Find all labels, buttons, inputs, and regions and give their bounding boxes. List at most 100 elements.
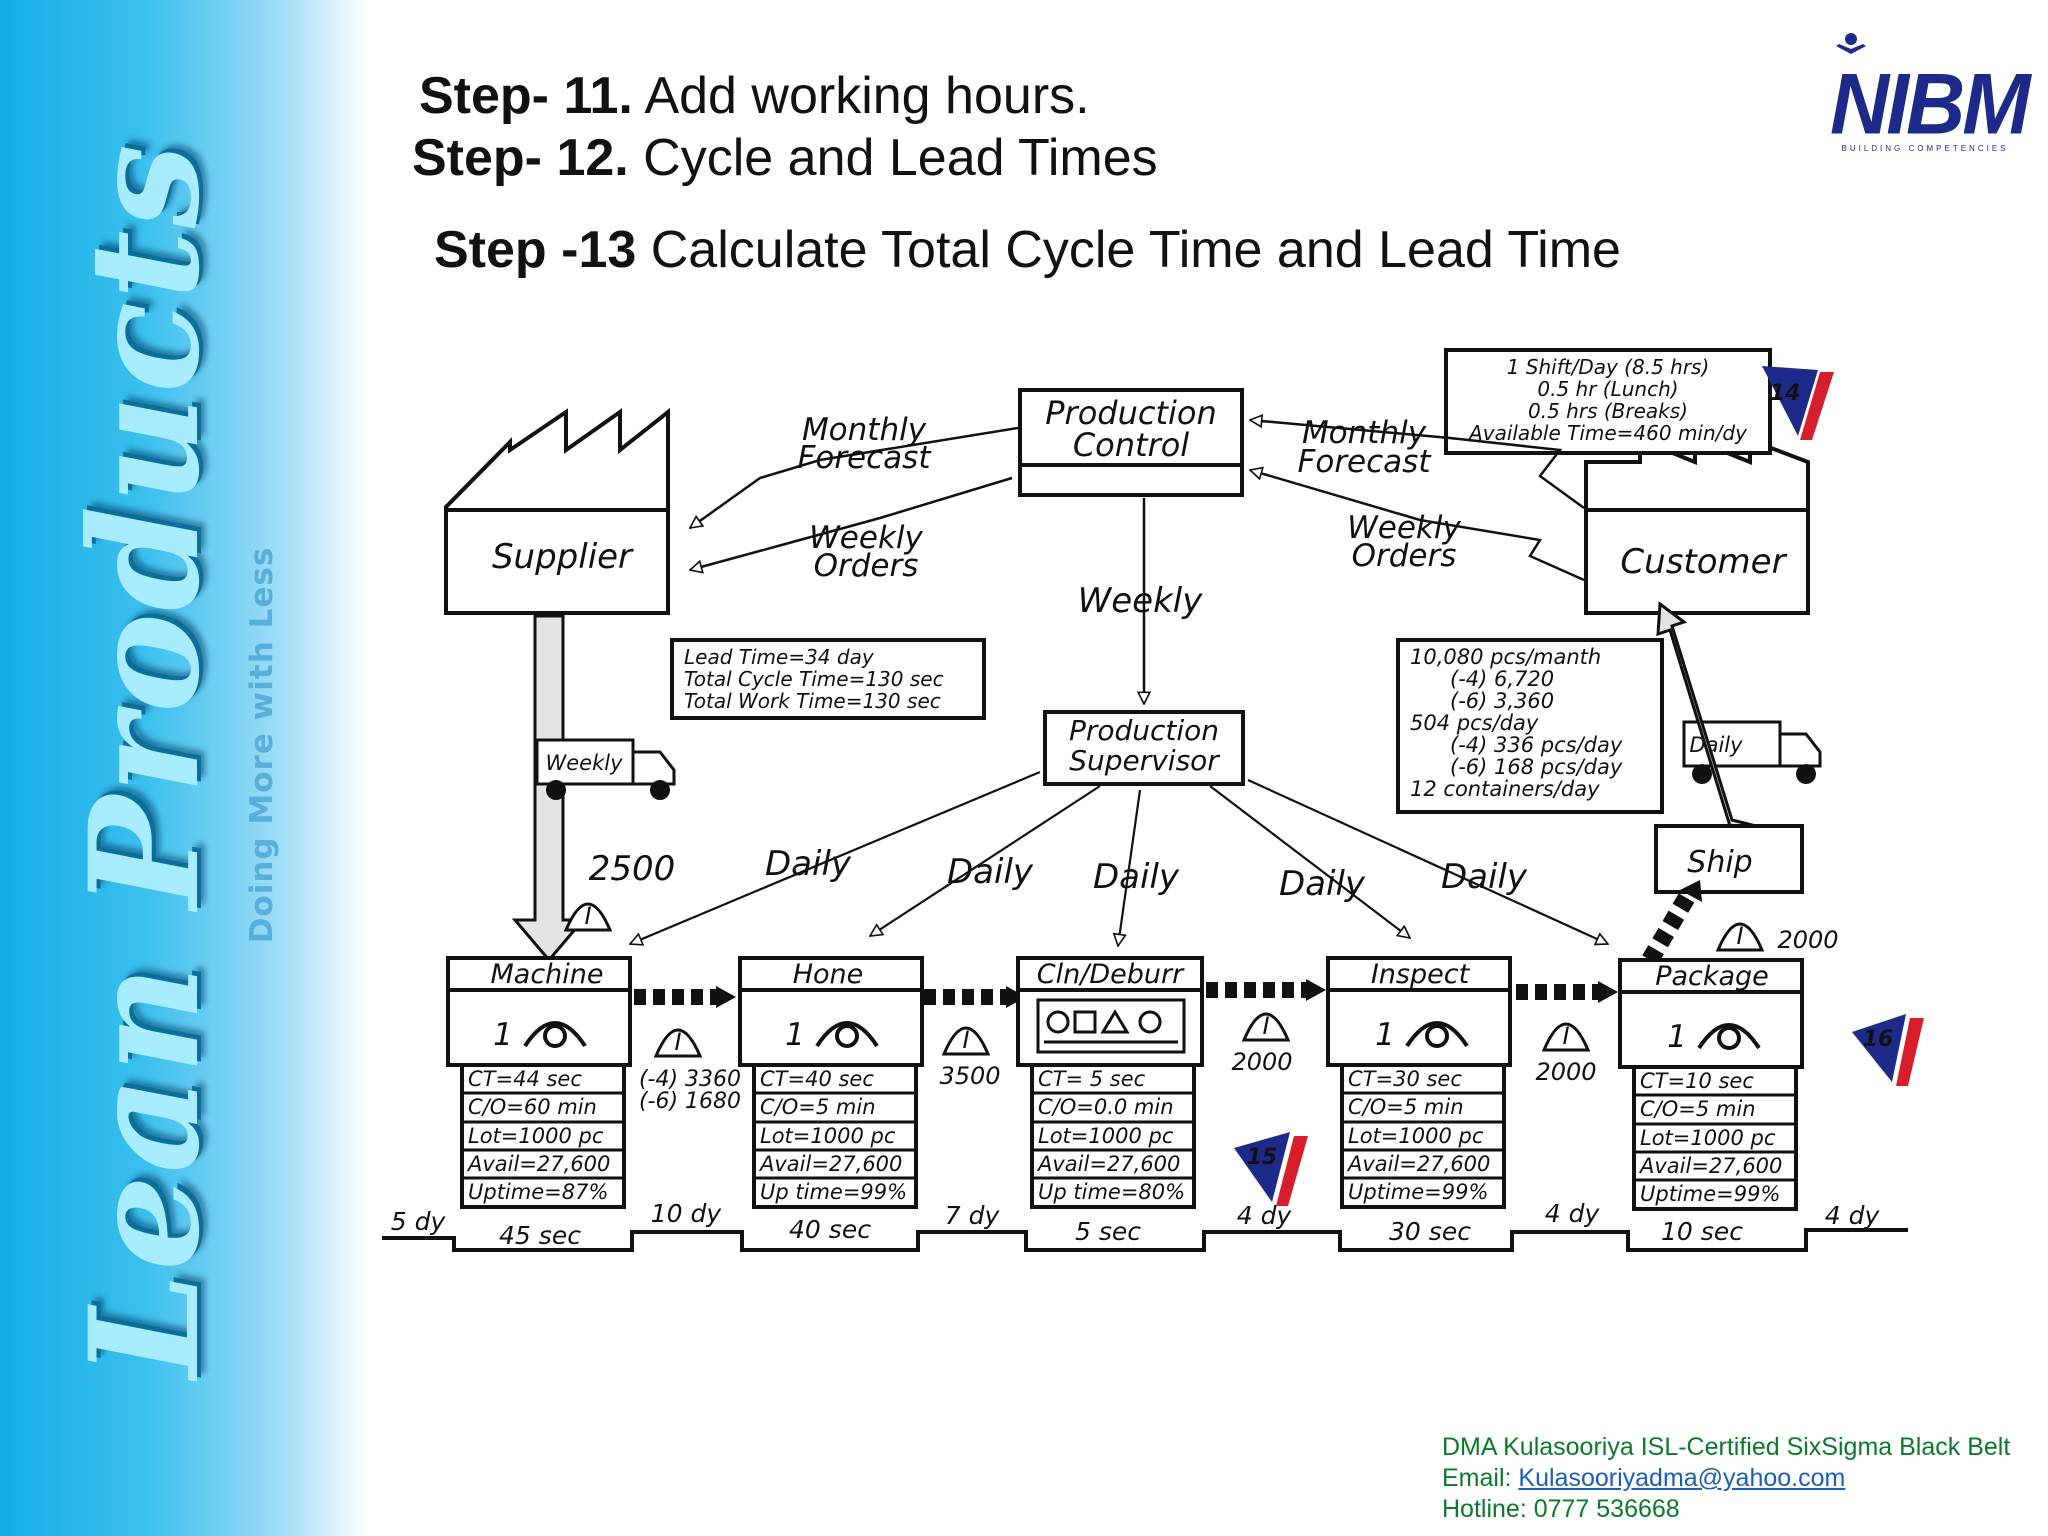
operator-icon [1697,1023,1761,1050]
process-box-hone: Hone 1 CT=40 sec C/O=5 min Lot=1000 pc A… [738,956,924,1209]
step-badge-15: 15 [1234,1132,1308,1206]
process-data-row: Avail=27,600 [466,1152,610,1176]
timeline-seconds: 40 sec [789,1215,871,1244]
process-box-cln-deburr: Cln/Deburr CT= 5 sec C/O=0.0 min Lot=100… [1016,956,1204,1209]
process-data-row: Avail=27,600 [1346,1152,1490,1176]
inventory-qty-cln-inspect: 2000 [1231,1048,1292,1076]
summary-total-work-time: Total Work Time=130 sec [684,689,941,713]
process-data-row: Up time=99% [760,1180,907,1204]
operator-count: 1 [785,1017,805,1053]
demand-line: (-6) 168 pcs/day [1450,755,1623,779]
supplier-label: Supplier [492,537,634,577]
supplier-factory: Supplier [444,407,670,615]
timeline-days: 7 dy [945,1201,1001,1230]
person-icon [1836,33,1866,54]
process-data-row: C/O=5 min [1348,1095,1464,1119]
operator-count: 1 [1375,1017,1395,1053]
demand-line: 10,080 pcs/manth [1410,645,1601,669]
step-11-text: Add working hours. [632,67,1090,125]
step-badge-16: 16 [1852,1014,1924,1086]
process-data-row: CT=30 sec [1348,1067,1462,1091]
timeline-days: 10 dy [651,1199,723,1228]
inventory-symbol: I [584,902,591,930]
process-data-row: Lot=1000 pc [468,1124,604,1148]
author-footer: DMA Kulasooriya ISL-Certified SixSigma B… [1442,1432,2010,1525]
inventory-symbol: I [1262,1012,1269,1040]
process-data-row: Lot=1000 pc [1038,1124,1174,1148]
author-credentials: DMA Kulasooriya ISL-Certified SixSigma B… [1442,1433,2011,1461]
process-data-row: Uptime=87% [468,1180,608,1204]
production-supervisor-label: Production [1069,714,1219,747]
process-name: Hone [793,959,864,990]
operator-icon [815,1021,879,1048]
inventory-qty-machine-hone: (-4) 3360 [639,1067,741,1092]
operator-count: 1 [493,1017,513,1053]
step-13-text: Calculate Total Cycle Time and Lead Time [636,221,1621,279]
operator-count: 1 [1667,1019,1687,1055]
step-badge-number: 14 [1770,381,1801,406]
ship-box: Ship [1654,824,1804,894]
monthly-forecast-label-right: Monthly [1302,415,1427,451]
process-data-row: CT= 5 sec [1038,1067,1146,1091]
email-link[interactable]: Kulasooriyadma@yahoo.com [1518,1464,1846,1492]
step-11-label: Step- 11. [419,67,633,125]
inventory-qty-hone-cln: 3500 [939,1062,1000,1090]
customer-label: Customer [1620,542,1787,582]
process-name: Cln/Deburr [1037,959,1185,990]
summary-lead-time: Lead Time=34 day [684,645,875,669]
demand-line: (-6) 3,360 [1450,689,1554,713]
demand-line: 504 pcs/day [1410,711,1539,735]
nibm-logo: NIBM BUILDING COMPETENCIES [1830,30,2031,160]
demand-line: (-4) 336 pcs/day [1450,733,1623,757]
process-box-inspect: Inspect 1 CT=30 sec C/O=5 min Lot=1000 p… [1326,956,1512,1209]
step-badge-number: 16 [1863,1027,1894,1052]
working-hours-line: 0.5 hr (Lunch) [1537,377,1678,401]
timeline-seconds: 45 sec [499,1221,581,1250]
production-supervisor-box: Production Supervisor [1043,710,1245,786]
production-control-label: Production [1045,394,1217,432]
working-hours-line: Available Time=460 min/dy [1467,421,1748,445]
daily-label: Daily [765,844,852,884]
process-name: Inspect [1371,959,1471,990]
author-hotline: Hotline: 0777 536668 [1442,1495,1680,1523]
process-data-row: Lot=1000 pc [1348,1124,1484,1148]
working-hours-line: 0.5 hrs (Breaks) [1528,399,1688,423]
monthly-forecast-label-right: Forecast [1298,444,1433,480]
lead-time-ladder [382,1228,1908,1252]
step-11-heading: Step- 11. Add working hours. [419,66,1090,126]
logo-name: NIBM [1830,56,2031,153]
weekly-orders-label-left: Orders [814,548,919,584]
production-control-label: Control [1073,426,1189,464]
daily-label: Daily [1279,864,1366,904]
timeline-seconds: 5 sec [1075,1217,1141,1246]
lead-time-summary-box: Lead Time=34 day Total Cycle Time=130 se… [670,638,986,720]
step-12-text: Cycle and Lead Times [628,129,1158,187]
process-data-row: C/O=5 min [760,1095,876,1119]
inventory-icon: I [563,902,613,932]
process-data-row: Up time=80% [1038,1180,1185,1204]
weekly-label: Weekly [1078,581,1204,621]
monthly-forecast-label-left: Forecast [798,440,933,476]
production-control-box: Production Control [1018,388,1244,497]
customer-shipment-arrow [1656,601,1757,828]
process-data-row: CT=10 sec [1640,1069,1754,1093]
demand-line: (-4) 6,720 [1450,667,1554,691]
ship-label: Ship [1687,845,1752,880]
working-hours-box: 1 Shift/Day (8.5 hrs) 0.5 hr (Lunch) 0.5… [1444,348,1772,455]
inventory-symbol: I [962,1026,969,1054]
process-data-row: C/O=0.0 min [1038,1095,1174,1119]
customer-factory: Customer [1584,437,1810,615]
daily-label: Daily [947,852,1034,892]
truck-weekly-label: Weekly [545,751,623,775]
logo-tagline: BUILDING COMPETENCIES [1841,144,2009,153]
step-12-heading: Step- 12. Cycle and Lead Times [412,128,1158,188]
step-badge-number: 15 [1247,1145,1278,1170]
process-data-row: Lot=1000 pc [1640,1126,1776,1150]
daily-label: Daily [1441,857,1528,897]
inventory-qty-inspect-package: 2000 [1535,1058,1596,1086]
timeline-days: 4 dy [1545,1199,1601,1228]
timeline-days: 5 dy [391,1207,447,1236]
daily-label: Daily [1093,857,1180,897]
truck-daily-label: Daily [1689,733,1743,757]
customer-demand-box: 10,080 pcs/manth (-4) 6,720 (-6) 3,360 5… [1396,638,1664,814]
